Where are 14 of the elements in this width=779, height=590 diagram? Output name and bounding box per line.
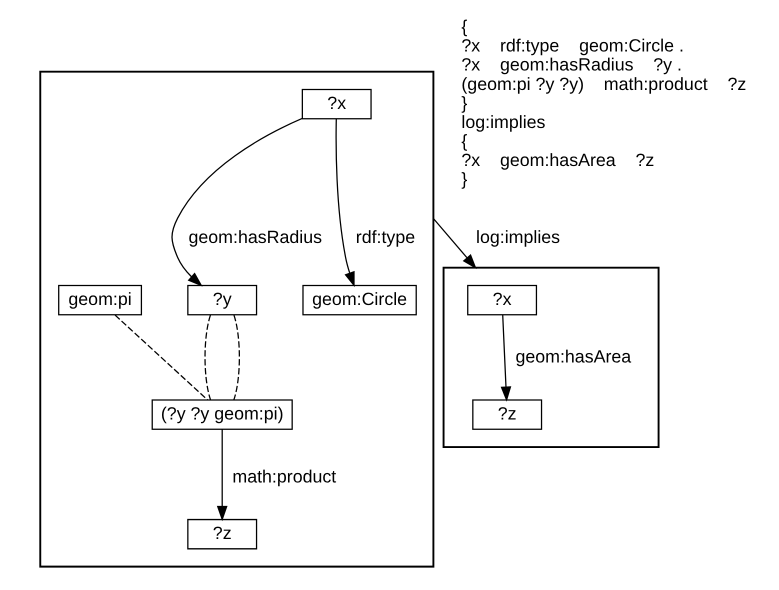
edge-label: log:implies [476, 227, 560, 248]
label: } [461, 169, 468, 190]
label: ?x geom:hasArea ?z [461, 150, 654, 170]
edge-label: math:product [232, 466, 336, 486]
label: ?x rdf:type geom:Circle . [461, 36, 684, 56]
label: (geom:pi ?y ?y) math:product ?z [461, 74, 746, 94]
label: { [461, 131, 468, 152]
label: ?x geom:hasRadius ?y . [461, 54, 682, 75]
label: log:implies [461, 112, 546, 132]
edge-label: geom:hasArea [515, 346, 632, 367]
label: } [461, 92, 468, 113]
label: { [461, 16, 468, 37]
edge-label: rdf:type [356, 227, 416, 248]
edge-label: geom:hasRadius [188, 227, 322, 248]
